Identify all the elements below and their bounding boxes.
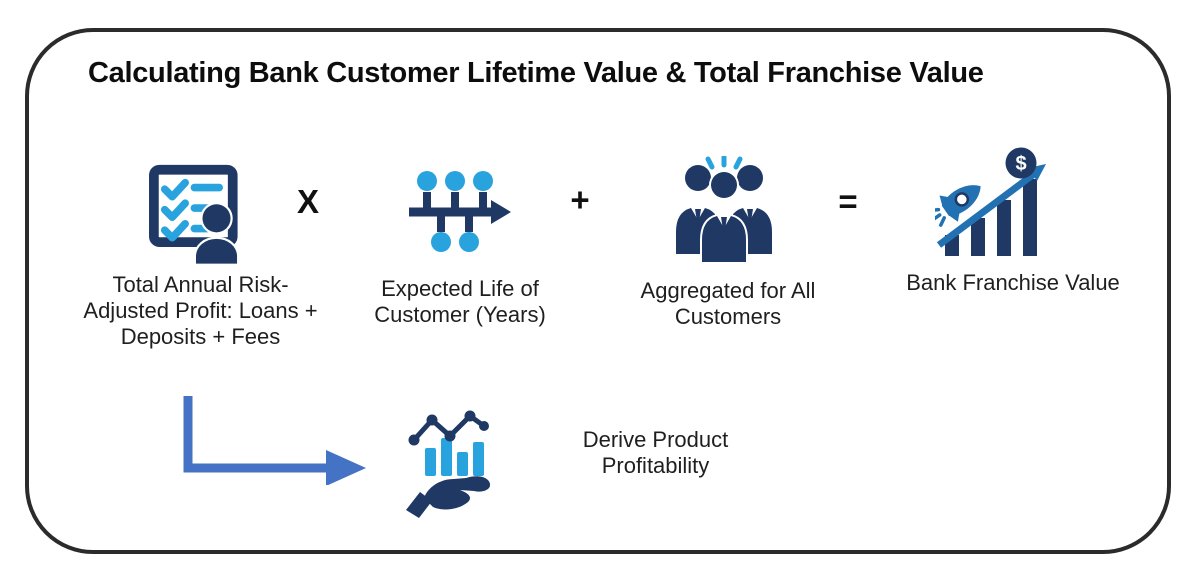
label-line: Adjusted Profit: Loans + bbox=[83, 298, 318, 323]
customers-group-icon bbox=[676, 156, 772, 264]
label-line: Total Annual Risk- bbox=[112, 272, 289, 297]
label-line: Deposits + Fees bbox=[120, 324, 281, 349]
label-line: Profitability bbox=[601, 453, 710, 478]
dollar-coin-icon bbox=[1005, 147, 1037, 179]
label-line: Customers bbox=[674, 304, 782, 329]
rocket-icon bbox=[935, 185, 981, 227]
label-line: Derive Product bbox=[582, 427, 729, 452]
label-derive-product-profitability: Derive Product Profitability bbox=[533, 427, 778, 479]
label-bank-franchise-value: Bank Franchise Value bbox=[868, 270, 1158, 296]
dollar-symbol: $ bbox=[1015, 153, 1026, 175]
elbow-arrow bbox=[183, 396, 366, 485]
checklist-person-icon bbox=[149, 164, 240, 266]
timeline-arrow-icon bbox=[409, 171, 511, 252]
diagram-title: Calculating Bank Customer Lifetime Value… bbox=[88, 57, 984, 89]
equals-operator: = bbox=[838, 183, 858, 220]
multiply-operator: X bbox=[296, 183, 319, 220]
label-line: Bank Franchise Value bbox=[906, 270, 1120, 295]
growth-chart-dollar-icon: $ bbox=[935, 147, 1046, 256]
label-expected-life: Expected Life of Customer (Years) bbox=[320, 276, 600, 328]
label-line: Aggregated for All bbox=[640, 278, 816, 303]
hand-holding-chart-icon bbox=[406, 410, 491, 518]
plus-operator: + bbox=[570, 181, 590, 218]
label-line: Customer (Years) bbox=[374, 302, 546, 327]
label-aggregated-customers: Aggregated for All Customers bbox=[588, 278, 868, 330]
label-annual-profit: Total Annual Risk- Adjusted Profit: Loan… bbox=[58, 272, 343, 350]
label-line: Expected Life of bbox=[381, 276, 539, 301]
